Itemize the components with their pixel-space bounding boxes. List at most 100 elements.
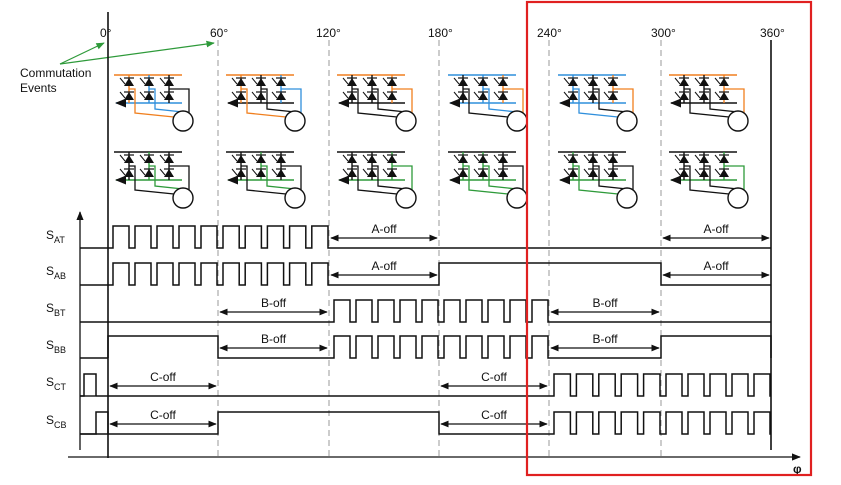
inverter-bridge-bottom [226, 151, 306, 209]
off-span-4: B-off [219, 296, 328, 316]
switch-stub [119, 154, 126, 162]
angle-label-0: 0° [100, 26, 112, 40]
diode-icon [588, 78, 598, 86]
switch-stub [674, 91, 681, 99]
switch-stub [231, 168, 238, 176]
phase-a-wire [573, 88, 619, 118]
phase-b-wire [372, 165, 407, 190]
signal-label-main: S [46, 264, 54, 278]
phase-a-wire [684, 88, 730, 118]
switch-stub [159, 91, 166, 99]
diode-icon [367, 169, 377, 177]
switch-stub [119, 77, 126, 85]
signal-row-ab [80, 262, 771, 286]
diode-icon [256, 92, 266, 100]
off-span-9: C-off [440, 370, 548, 390]
diode-icon [498, 155, 508, 163]
switch-stub [714, 77, 721, 85]
diode-icon [679, 155, 689, 163]
phase-b-wire [149, 88, 184, 113]
diode-icon [568, 92, 578, 100]
diode-icon [458, 169, 468, 177]
phase-b-wire [704, 165, 739, 190]
switch-stub [674, 77, 681, 85]
diode-icon [144, 92, 154, 100]
signal-label-main: S [46, 413, 54, 427]
switch-stub [473, 91, 480, 99]
diode-icon [164, 169, 174, 177]
off-span-7: B-off [550, 332, 660, 352]
switch-stub [694, 91, 701, 99]
switch-stub [583, 168, 590, 176]
off-span-label: B-off [261, 296, 287, 310]
signal-label-bt: SBT [46, 301, 66, 318]
motor-circle [172, 110, 194, 132]
switch-stub [694, 77, 701, 85]
switch-stub [362, 91, 369, 99]
switch-stub [362, 168, 369, 176]
inverter-bridge-bottom [448, 151, 528, 209]
diode-icon [164, 78, 174, 86]
diode-icon [679, 169, 689, 177]
off-span-0: A-off [330, 222, 438, 242]
switch-stub [362, 77, 369, 85]
inverter-bridge-top [226, 74, 306, 132]
motor-circle [506, 187, 528, 209]
signal-label-sub: BT [54, 308, 66, 318]
signal-label-ct: SCT [46, 375, 67, 392]
phase-a-wire [352, 165, 398, 195]
diode-icon [124, 155, 134, 163]
angle-label-1: 60° [210, 26, 228, 40]
switch-stub [271, 91, 278, 99]
diode-icon [256, 169, 266, 177]
switch-stub [251, 168, 258, 176]
switch-stub [493, 168, 500, 176]
phase-a-wire [129, 88, 175, 118]
inverter-bridge-bottom [337, 151, 417, 209]
switch-stub [603, 91, 610, 99]
angle-label-4: 240° [537, 26, 562, 40]
switch-stub [563, 154, 570, 162]
switch-stub [231, 91, 238, 99]
switch-stub [453, 77, 460, 85]
diode-icon [478, 155, 488, 163]
phase-a-wire [129, 165, 175, 195]
switch-stub [342, 168, 349, 176]
signal-label-main: S [46, 338, 54, 352]
off-span-6: B-off [219, 332, 328, 352]
diode-icon [124, 92, 134, 100]
signal-label-sub: CB [54, 420, 67, 430]
signal-row-at [80, 225, 771, 249]
inverter-bridge-top [337, 74, 417, 132]
switch-stub [342, 77, 349, 85]
phase-b-wire [149, 165, 184, 190]
diode-icon [699, 169, 709, 177]
diode-icon [498, 78, 508, 86]
angle-label-5: 300° [651, 26, 676, 40]
signal-label-sub: AT [54, 235, 65, 245]
signal-pre-pulse [80, 411, 109, 435]
diode-icon [478, 92, 488, 100]
diode-icon [144, 169, 154, 177]
diode-icon [387, 169, 397, 177]
motor-circle [284, 110, 306, 132]
signal-label-at: SAT [46, 228, 65, 245]
diode-icon [719, 169, 729, 177]
diode-icon [144, 78, 154, 86]
diode-icon [164, 92, 174, 100]
phase-b-wire [704, 88, 739, 113]
off-span-label: C-off [150, 408, 176, 422]
diode-icon [458, 92, 468, 100]
diode-icon [679, 78, 689, 86]
inverter-bridge-top [114, 74, 194, 132]
phase-a-wire [684, 165, 730, 195]
switch-stub [714, 154, 721, 162]
annotation-line-2: Events [20, 81, 57, 95]
diode-icon [276, 155, 286, 163]
switch-stub [493, 77, 500, 85]
signal-label-main: S [46, 301, 54, 315]
signal-waveform [107, 335, 772, 359]
diode-icon [256, 78, 266, 86]
diode-icon [608, 92, 618, 100]
